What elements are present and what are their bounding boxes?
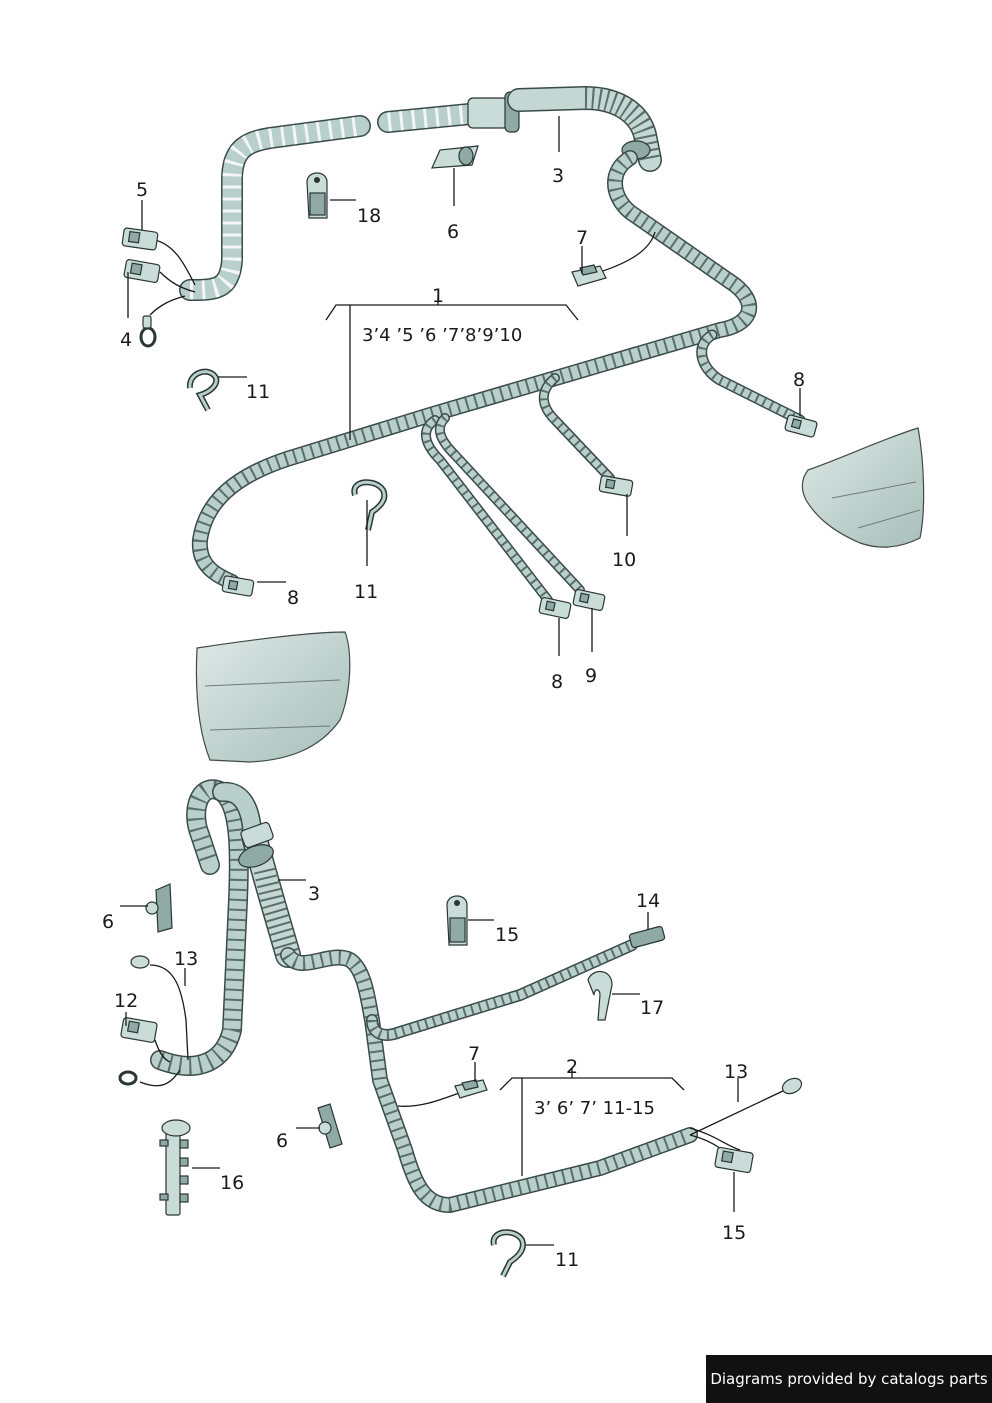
callout-6: 6 — [447, 221, 459, 243]
callout-11-center: 11 — [354, 581, 378, 603]
leaders-bottom — [120, 879, 739, 1246]
top-assembly: 5 4 3 6 7 18 11 1 3’4 ’5 ’6 ’7’8’9’10 8 … — [120, 86, 925, 763]
branch-13-15 — [689, 1077, 803, 1174]
clip-18 — [306, 172, 328, 219]
panel-left — [195, 631, 351, 763]
callout-13-right: 13 — [724, 1061, 748, 1083]
callout-1: 1 — [432, 285, 444, 307]
callout-17: 17 — [640, 997, 664, 1019]
leaders-top — [127, 116, 801, 656]
group-range-2: 3’ 6’ 7’ 11-15 — [534, 1098, 655, 1119]
callout-15-clip: 15 — [495, 924, 519, 946]
callout-6-left: 6 — [102, 911, 114, 933]
connector-10 — [598, 475, 634, 497]
callout-7-bottom: 7 — [468, 1043, 480, 1065]
branch-14 — [366, 925, 666, 1041]
callout-9: 9 — [585, 665, 597, 687]
harness-loop-bottom — [150, 779, 262, 1076]
connector-5 — [121, 227, 159, 251]
clip-6-top — [431, 145, 479, 169]
panel-right — [801, 427, 925, 548]
callout-3: 3 — [552, 165, 564, 187]
connector-8-right — [784, 414, 818, 438]
callout-8-middle: 8 — [551, 671, 563, 693]
group-range-1: 3’4 ’5 ’6 ’7’8’9’10 — [362, 325, 522, 346]
clip-17 — [587, 971, 613, 1021]
connector-4 — [123, 259, 161, 283]
credit-text: Diagrams provided by catalogs parts — [710, 1370, 988, 1388]
part-7-bottom — [454, 1079, 488, 1099]
cable-tie-11-bottom — [490, 1229, 526, 1278]
bracket-16 — [159, 1119, 191, 1216]
cable-tie-11-top-center — [351, 479, 388, 531]
callout-11-left: 11 — [246, 381, 270, 403]
cable-tie-11-top-left — [186, 368, 220, 412]
connector-8-middle — [538, 597, 572, 619]
callout-6-center: 6 — [276, 1130, 288, 1152]
callout-8-right: 8 — [793, 369, 805, 391]
connector-9 — [572, 589, 606, 611]
wire-7-bottom — [397, 1091, 463, 1107]
callout-11-bottom: 11 — [555, 1249, 579, 1271]
wire-7 — [599, 231, 656, 273]
connectors-12-13 — [118, 955, 189, 1087]
stud-6-left — [145, 883, 173, 933]
callout-15-connector: 15 — [722, 1222, 746, 1244]
callout-14: 14 — [636, 890, 660, 912]
callout-4: 4 — [120, 329, 132, 351]
callout-18: 18 — [357, 205, 381, 227]
bottom-assembly: 3 6 13 12 15 14 17 7 2 3’ 6’ 7’ 11-15 13… — [102, 779, 803, 1278]
callout-8-left: 8 — [287, 587, 299, 609]
connector-8-left — [221, 575, 255, 597]
grommet-3-bottom — [238, 821, 301, 968]
harness-trunk-main — [191, 150, 758, 590]
callout-10: 10 — [612, 549, 636, 571]
callout-7: 7 — [576, 227, 588, 249]
callout-16: 16 — [220, 1172, 244, 1194]
clip-15 — [446, 895, 468, 946]
ring-terminal-4 — [139, 315, 157, 348]
callout-13-left: 13 — [174, 948, 198, 970]
callout-2: 2 — [566, 1056, 578, 1078]
connectors-4-5 — [121, 227, 196, 348]
branch-right-8 — [696, 329, 806, 426]
branch-8-9 — [421, 413, 585, 605]
credit-banner: Diagrams provided by catalogs parts — [706, 1355, 992, 1403]
stud-6-center — [317, 1103, 343, 1149]
branch-10 — [538, 373, 615, 483]
harness-trunk-bottom — [280, 947, 698, 1213]
part-7-top — [571, 264, 607, 287]
harness-trunk-upper — [179, 103, 481, 301]
callout-12: 12 — [114, 990, 138, 1012]
callout-3-bottom: 3 — [308, 883, 320, 905]
grommet-3-top — [467, 86, 662, 172]
callout-5: 5 — [136, 179, 148, 201]
